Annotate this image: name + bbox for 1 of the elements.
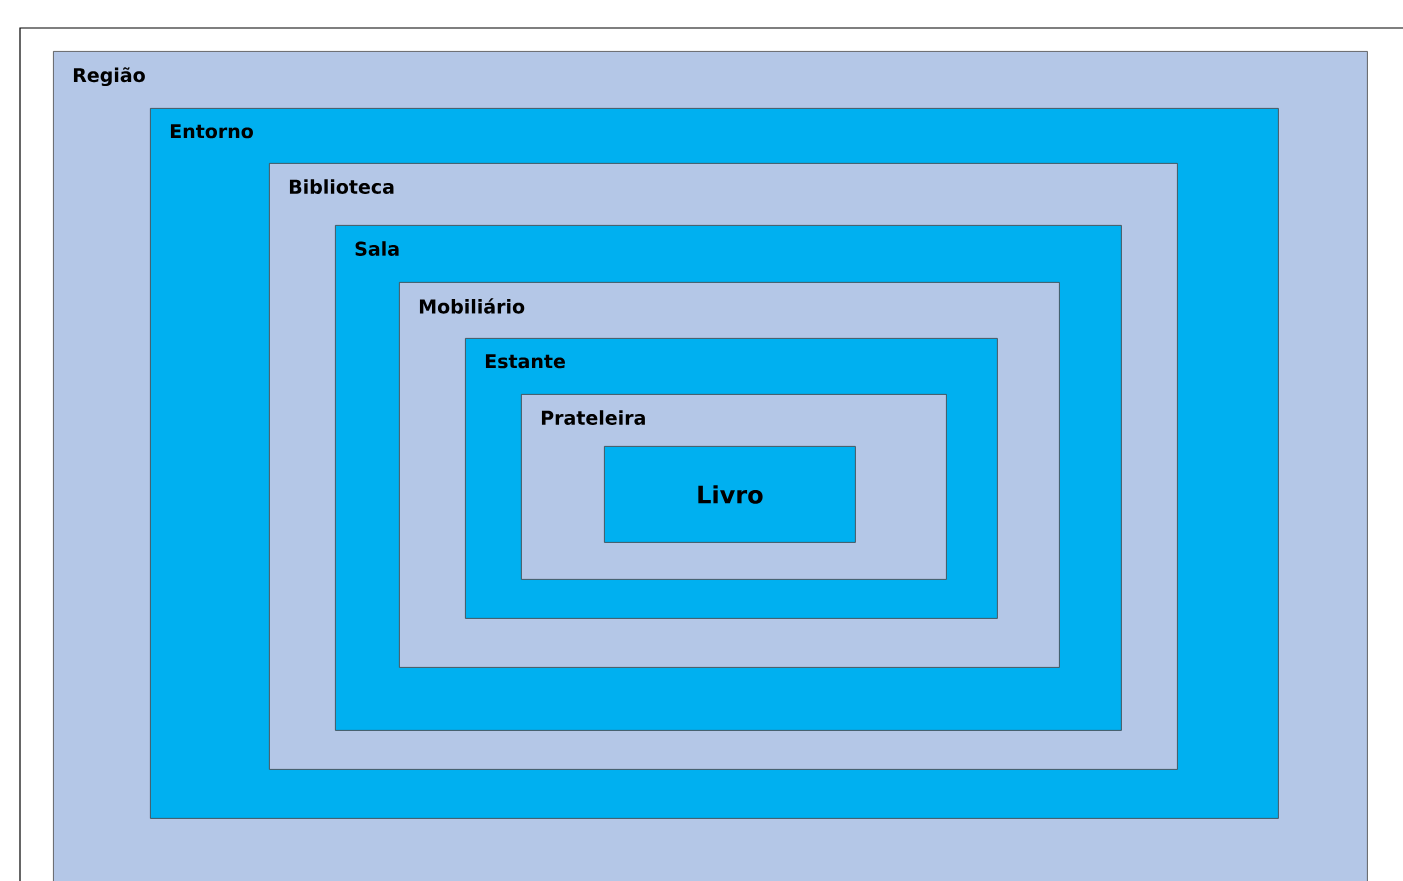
nested-box: Livro (604, 446, 856, 543)
